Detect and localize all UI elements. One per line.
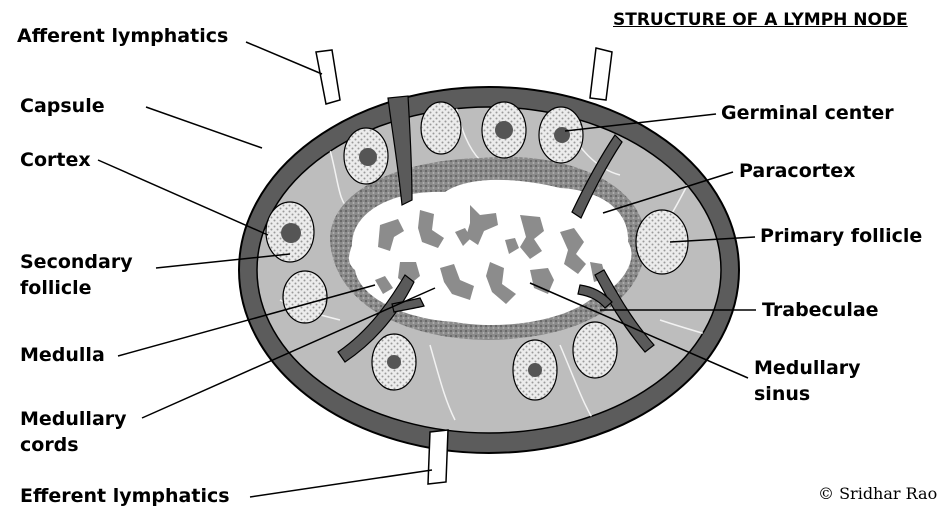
label-medullary-cords-line1: Medullary bbox=[20, 407, 127, 432]
label-capsule: Capsule bbox=[20, 94, 105, 119]
afferent-vessel-left bbox=[316, 50, 340, 104]
label-primary-follicle: Primary follicle bbox=[760, 224, 922, 249]
label-trabeculae: Trabeculae bbox=[762, 298, 879, 323]
germinal-center bbox=[495, 121, 513, 139]
label-cortex: Cortex bbox=[20, 148, 91, 173]
follicle bbox=[421, 102, 461, 154]
germinal-center bbox=[528, 363, 542, 377]
label-medullary-sinus-line1: Medullary bbox=[754, 356, 861, 381]
label-germinal-center: Germinal center bbox=[721, 101, 894, 126]
label-paracortex: Paracortex bbox=[739, 159, 855, 184]
label-medullary-sinus-line2: sinus bbox=[754, 382, 810, 407]
germinal-center bbox=[554, 127, 570, 143]
label-secondary-follicle-line2: follicle bbox=[20, 276, 92, 301]
diagram-title: STRUCTURE OF A LYMPH NODE bbox=[613, 10, 908, 30]
afferent-vessel-right bbox=[590, 48, 612, 100]
germinal-center bbox=[281, 223, 301, 243]
follicle bbox=[573, 322, 617, 378]
label-medulla: Medulla bbox=[20, 343, 105, 368]
efferent-vessel bbox=[428, 430, 448, 484]
germinal-center bbox=[387, 355, 401, 369]
label-afferent-lymphatics: Afferent lymphatics bbox=[17, 24, 228, 49]
copyright-credit: © Sridhar Rao bbox=[818, 484, 937, 503]
follicle bbox=[283, 271, 327, 323]
label-medullary-cords-line2: cords bbox=[20, 433, 79, 458]
germinal-center bbox=[359, 148, 377, 166]
label-secondary-follicle-line1: Secondary bbox=[20, 250, 133, 275]
label-efferent-lymphatics: Efferent lymphatics bbox=[20, 484, 230, 509]
